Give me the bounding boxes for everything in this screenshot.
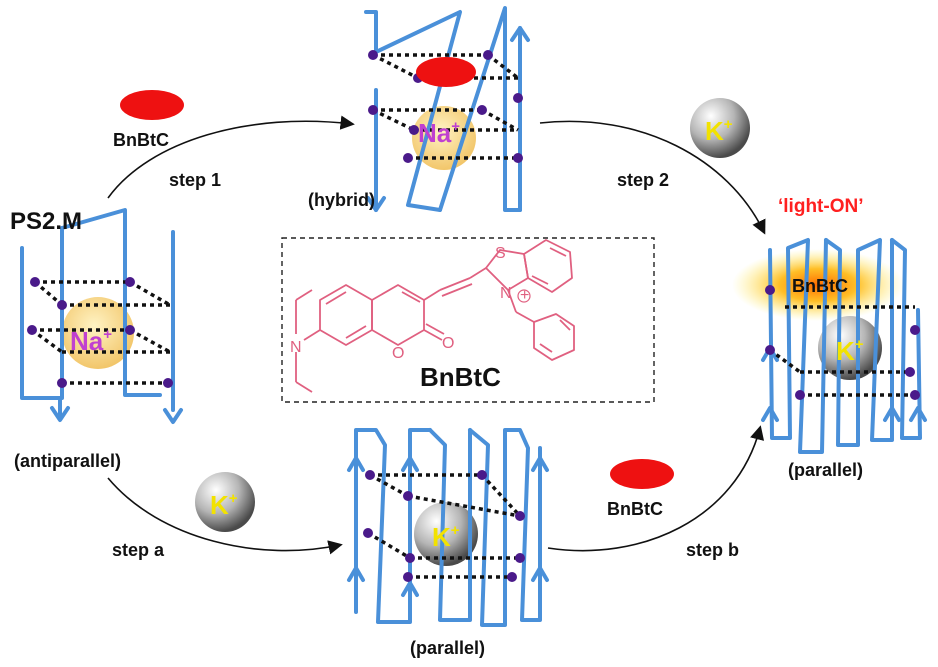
- arrow-step-b: [547, 425, 765, 552]
- atom-charge: +: [520, 287, 529, 304]
- bnbtc-label-top: BnBtC: [113, 130, 169, 150]
- ps2m-label: PS2.M: [10, 208, 82, 235]
- atom-n-amine: N: [290, 339, 302, 356]
- molecule-box: [281, 237, 655, 403]
- arrow-step-1: [107, 115, 355, 199]
- atom-o-carbonyl: O: [442, 335, 454, 352]
- bnbtc-label-bottom: BnBtC: [607, 499, 663, 519]
- hybrid-quadruplex: Na+: [364, 6, 530, 212]
- k-ion-sphere-step2: [690, 98, 750, 158]
- arrow-step-a: [107, 477, 343, 555]
- na-ion-label-hybrid: Na+: [418, 118, 460, 148]
- k-ion-label-step-a: K+: [210, 490, 238, 520]
- antiparallel-quadruplex: Na+: [20, 208, 183, 424]
- light-on-label: ‘light-ON’: [778, 196, 863, 217]
- bnbtc-label-center: BnBtC: [420, 362, 501, 392]
- k-ion-label-right: K+: [836, 336, 864, 366]
- atom-o-ring: O: [392, 345, 404, 362]
- bnbtc-label-bound: BnBtC: [792, 276, 848, 296]
- step-1-label: step 1: [169, 170, 221, 190]
- atom-s: S: [495, 245, 506, 262]
- k-ion-label-bottom: K+: [432, 522, 460, 552]
- na-ion-label: Na+: [70, 326, 112, 356]
- k-ion-label-step2: K+: [705, 116, 733, 146]
- step-a-label: step a: [112, 540, 165, 560]
- step-b-label: step b: [686, 540, 739, 560]
- charge-circle: [517, 289, 531, 303]
- bnbtc-ligand-bound-hybrid: [416, 57, 476, 87]
- parallel-quadruplex-light-on: K+ BnBtC: [732, 238, 927, 454]
- light-glow: [732, 249, 904, 321]
- parallel-label-right: (parallel): [788, 460, 863, 480]
- k-ion-sphere-right: [818, 316, 882, 380]
- k-ion-sphere-step-a: [195, 472, 255, 532]
- k-ion-sphere-bottom: [414, 502, 478, 566]
- parallel-quadruplex-bottom: K+: [347, 428, 549, 627]
- atom-n-ring: N: [500, 285, 512, 302]
- step-2-label: step 2: [617, 170, 669, 190]
- bnbtc-structure: S N + N O O: [290, 239, 575, 393]
- hybrid-label: (hybrid): [308, 190, 375, 210]
- parallel-label-bottom: (parallel): [410, 638, 485, 658]
- arrow-step-2: [539, 120, 766, 235]
- antiparallel-label: (antiparallel): [14, 451, 121, 471]
- bnbtc-ligand-top: [120, 90, 184, 120]
- bnbtc-ligand-bottom: [610, 459, 674, 489]
